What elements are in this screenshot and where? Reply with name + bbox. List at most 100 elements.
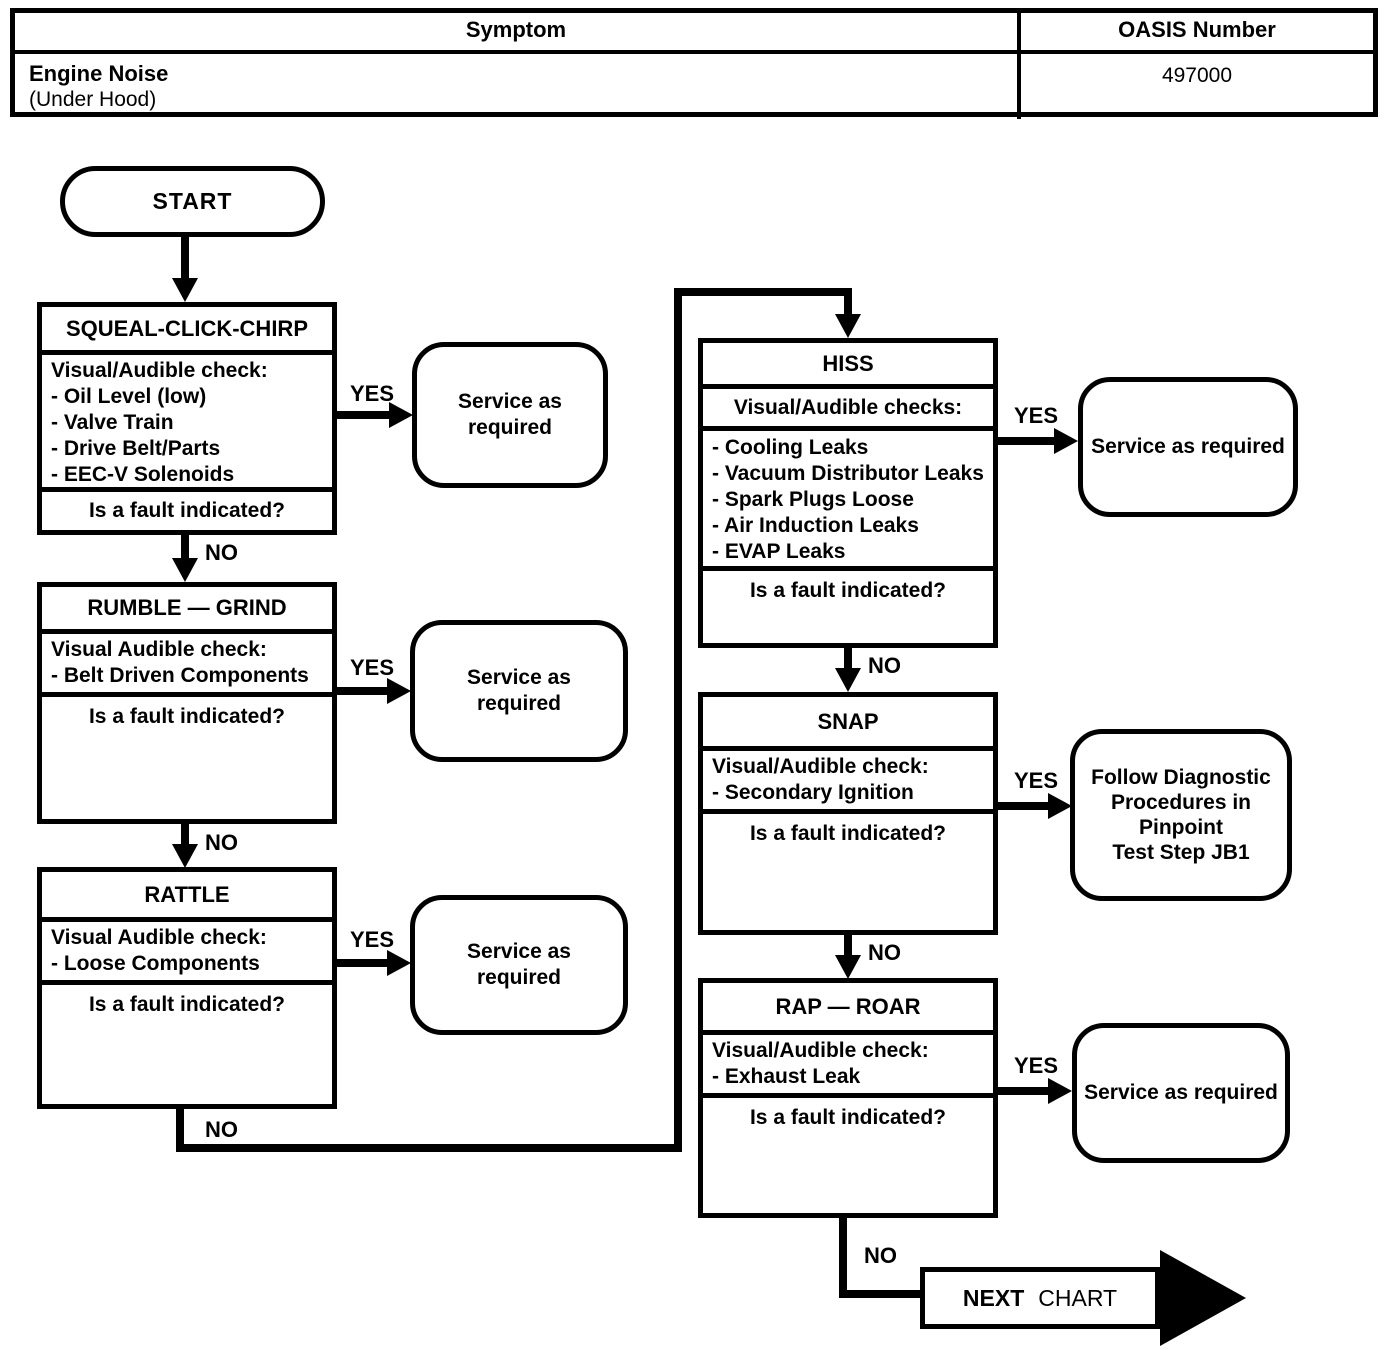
terminal-text: Service as <box>467 940 571 963</box>
no-label: NO <box>205 830 238 855</box>
arrow-down-icon <box>835 314 861 338</box>
terminal-service-rumble: Service as required <box>410 620 628 762</box>
symptom-name: Engine Noise <box>29 61 169 86</box>
oasis-column-header: OASIS Number <box>1017 13 1373 50</box>
list-line: - EVAP Leaks <box>712 540 846 563</box>
node-question: Is a fault indicated? <box>749 579 947 602</box>
list-line: Procedures in <box>1110 791 1252 814</box>
list-line: Pinpoint <box>1139 816 1223 839</box>
next-chart-word2: CHART <box>1038 1284 1118 1311</box>
connector-line <box>844 935 852 957</box>
node-checklist: Visual/Audible check: - Secondary Igniti… <box>703 751 993 814</box>
node-squeal-click-chirp: SQUEAL-CLICK-CHIRP Visual/Audible check:… <box>37 302 337 535</box>
connector-line <box>674 288 852 296</box>
check-header: Visual/Audible checks: <box>703 389 993 431</box>
next-chart-node: NEXT CHART <box>920 1267 1160 1329</box>
connector-line <box>337 411 391 419</box>
arrow-right-icon <box>1054 428 1078 454</box>
terminal-text: Service as required <box>1084 1081 1278 1104</box>
no-label: NO <box>205 1117 238 1142</box>
node-checklist: Visual Audible check: - Loose Components <box>42 922 332 985</box>
list-line: - Valve Train <box>51 411 174 434</box>
yes-label: YES <box>1014 403 1059 428</box>
yes-label: YES <box>350 927 395 952</box>
connector-line <box>844 648 852 670</box>
terminal-service-rap: Service as required <box>1072 1023 1290 1163</box>
check-header: Visual Audible check: <box>51 638 267 661</box>
symptom-column-header: Symptom <box>465 17 567 42</box>
connector-line <box>839 1218 847 1298</box>
next-chart-arrow-icon <box>1160 1250 1246 1346</box>
check-items: - Exhaust Leak <box>712 1064 984 1090</box>
no-label: NO <box>864 1243 897 1268</box>
arrow-down-icon <box>172 844 198 868</box>
next-chart-word1: NEXT <box>962 1284 1025 1311</box>
connector-line <box>181 237 189 279</box>
node-question: Is a fault indicated? <box>749 822 947 845</box>
node-question: Is a fault indicated? <box>749 1106 947 1129</box>
terminal-text: required <box>476 692 562 715</box>
list-line: - Secondary Ignition <box>712 781 914 804</box>
list-line: - Vacuum Distributor Leaks <box>712 462 984 485</box>
list-line: - Drive Belt/Parts <box>51 437 221 460</box>
check-header: Visual/Audible check: <box>51 359 268 382</box>
node-snap: SNAP Visual/Audible check: - Secondary I… <box>698 692 998 935</box>
arrow-right-icon <box>387 950 411 976</box>
node-title: RUMBLE — GRIND <box>42 587 332 634</box>
node-hiss: HISS Visual/Audible checks: - Cooling Le… <box>698 338 998 648</box>
terminal-text: Service as <box>458 390 562 413</box>
list-line: - Air Induction Leaks <box>712 514 919 537</box>
node-title: RAP — ROAR <box>703 983 993 1035</box>
list-line: Test Step JB1 <box>1112 841 1250 864</box>
connector-line <box>176 1109 184 1152</box>
terminal-service-squeal: Service as required <box>412 342 608 488</box>
node-question: Is a fault indicated? <box>88 993 286 1016</box>
node-question: Is a fault indicated? <box>88 705 286 728</box>
connector-line <box>998 1087 1050 1095</box>
list-line: - Spark Plugs Loose <box>712 488 914 511</box>
connector-line <box>839 1290 920 1298</box>
check-items: - Secondary Ignition <box>712 780 984 806</box>
list-line: - Oil Level (low) <box>51 385 207 408</box>
list-line: - EEC-V Solenoids <box>51 463 235 486</box>
arrow-right-icon <box>1048 1078 1072 1104</box>
check-header: Visual Audible check: <box>51 926 267 949</box>
node-rattle: RATTLE Visual Audible check: - Loose Com… <box>37 867 337 1109</box>
arrow-down-icon <box>172 558 198 582</box>
arrow-down-icon <box>172 278 198 302</box>
check-items: - Belt Driven Components <box>51 663 323 689</box>
check-items: - Oil Level (low) - Valve Train - Drive Be… <box>51 384 323 488</box>
connector-line <box>337 687 389 695</box>
node-checklist: Visual/Audible check: - Oil Level (low)-… <box>42 355 332 492</box>
terminal-text: Service as <box>467 666 571 689</box>
symptom-cell: Engine Noise (Under Hood) <box>15 54 1017 119</box>
list-line: - Exhaust Leak <box>712 1065 861 1088</box>
yes-label: YES <box>350 655 395 680</box>
arrow-down-icon <box>835 955 861 979</box>
node-checklist: Visual/Audible check: - Exhaust Leak <box>703 1035 993 1098</box>
node-title: SNAP <box>703 697 993 751</box>
connector-line <box>181 535 189 560</box>
no-label: NO <box>868 940 901 965</box>
arrow-down-icon <box>835 668 861 692</box>
start-node: START <box>60 166 325 237</box>
check-items: - Loose Components <box>51 951 323 977</box>
yes-label: YES <box>1014 768 1059 793</box>
check-header: Visual/Audible check: <box>712 755 929 778</box>
no-label: NO <box>205 540 238 565</box>
connector-line <box>337 959 389 967</box>
arrow-right-icon <box>387 678 411 704</box>
connector-line <box>998 802 1050 810</box>
connector-line <box>844 288 852 316</box>
terminal-text: required <box>467 416 553 439</box>
list-line: Follow Diagnostic <box>1091 766 1271 789</box>
symptom-table-row: Engine Noise (Under Hood) 497000 <box>15 54 1373 119</box>
yes-label: YES <box>1014 1053 1059 1078</box>
terminal-service-hiss: Service as required <box>1078 377 1298 517</box>
node-title: SQUEAL-CLICK-CHIRP <box>42 307 332 355</box>
node-rumble-grind: RUMBLE — GRIND Visual Audible check: - B… <box>37 582 337 824</box>
oasis-number-cell: 497000 <box>1017 54 1373 119</box>
